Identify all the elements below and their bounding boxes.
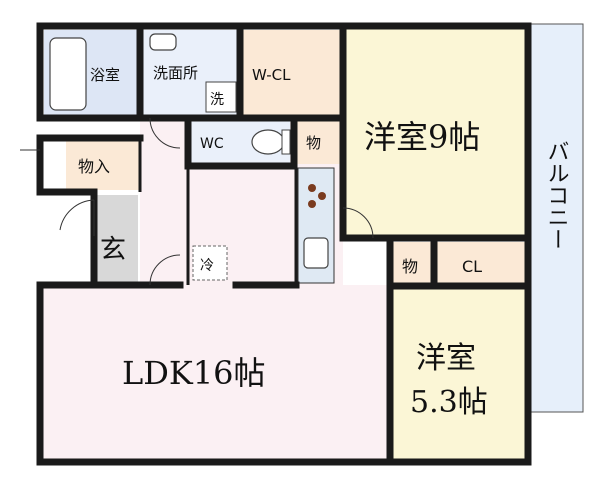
cl-area — [434, 242, 526, 284]
label-entrance: 玄 — [100, 235, 126, 265]
bathtub — [49, 37, 87, 111]
label-balcony: バルコニー — [544, 140, 569, 250]
western9-area — [343, 28, 526, 238]
storage-top-area — [296, 120, 341, 164]
label-wc: WC — [200, 136, 224, 152]
washer-box — [205, 81, 237, 113]
label-storage-mid: 物 — [402, 257, 418, 276]
burner-3 — [308, 200, 316, 208]
entrance-area — [94, 195, 138, 285]
ldk-area — [40, 285, 390, 463]
label-western9: 洋室9帖 — [364, 118, 480, 156]
sink — [149, 33, 177, 51]
burner-2 — [318, 192, 326, 200]
toilet-tank — [281, 129, 291, 155]
label-washroom: 洗面所 — [153, 64, 198, 82]
label-fridge: 冷 — [200, 258, 214, 274]
label-storage-entry: 物入 — [78, 157, 110, 176]
label-washer: 洗 — [210, 92, 224, 108]
door-swings — [20, 117, 374, 286]
label-storage-top: 物 — [306, 134, 321, 152]
kitchen-sink — [303, 237, 329, 269]
label-wcl: W-CL — [252, 66, 291, 84]
burner-1 — [308, 184, 316, 192]
fridge-box — [192, 245, 228, 281]
label-cl: CL — [462, 257, 482, 276]
thin-walls — [138, 140, 298, 285]
storage-entry-area — [66, 140, 140, 190]
label-ldk: LDK16帖 — [122, 354, 266, 392]
label-western53-line1: 洋室 — [416, 341, 476, 376]
wcl-area — [240, 30, 343, 118]
storage-mid-area — [392, 242, 434, 284]
label-bath: 浴室 — [90, 66, 120, 84]
balcony-area — [527, 23, 584, 413]
toilet — [251, 129, 285, 155]
western53-area — [392, 286, 526, 462]
label-western53-line2: 5.3帖 — [410, 385, 488, 420]
